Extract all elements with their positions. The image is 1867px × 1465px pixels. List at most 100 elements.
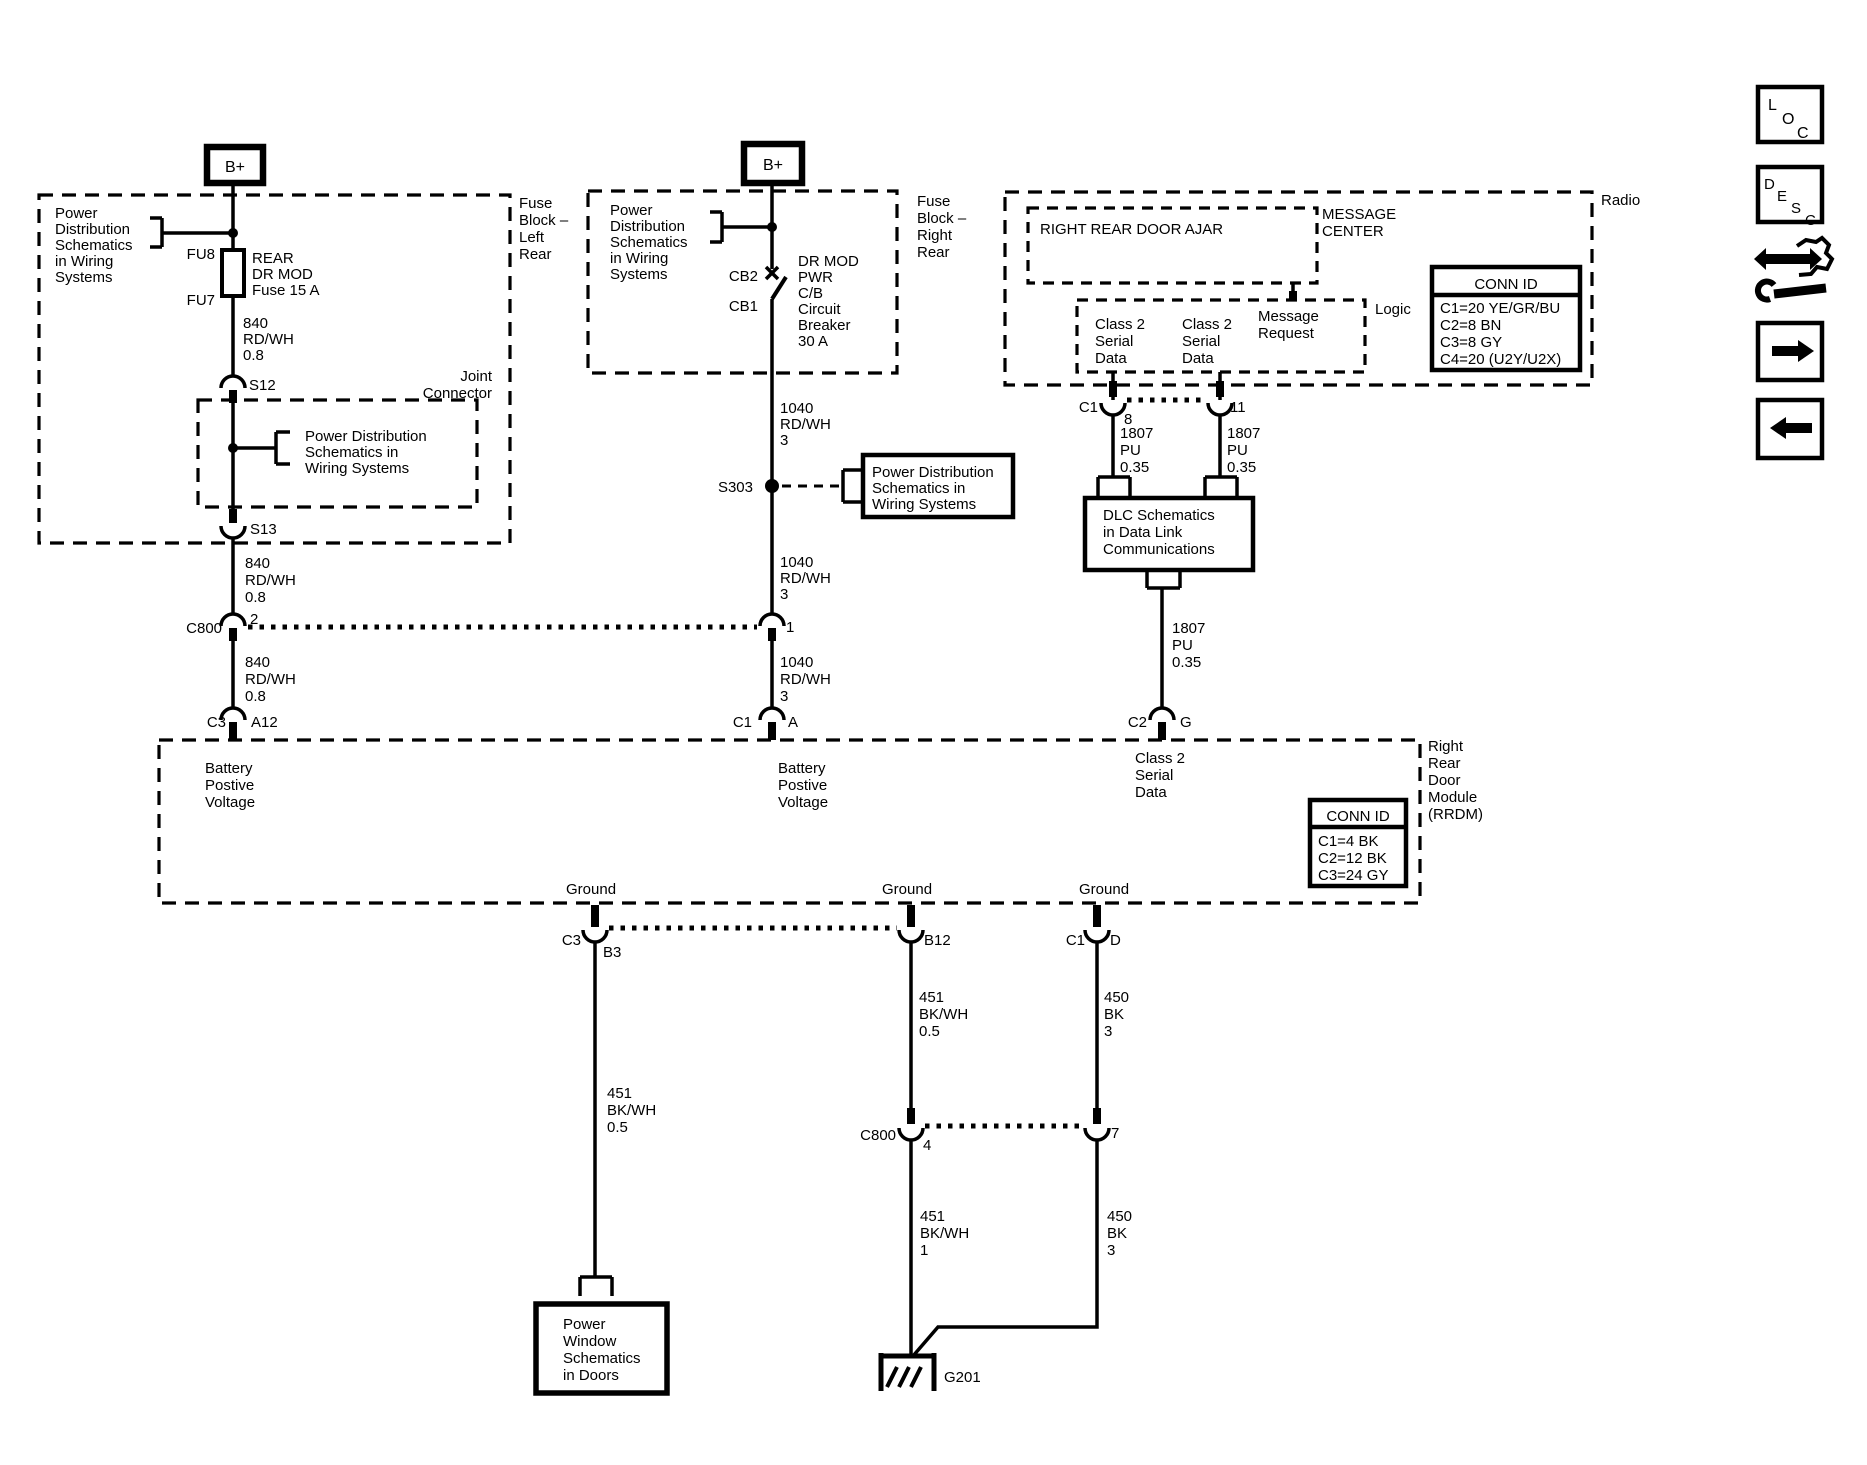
conn-id-title: CONN ID: [1326, 808, 1390, 825]
lead-bracket: [578, 1275, 614, 1296]
fuse-block-left-label-line: Left: [519, 229, 545, 246]
pds-ref-left-line: Systems: [55, 269, 113, 286]
wire-450-label-line: 3: [1104, 1023, 1112, 1040]
wire-1807-label-line: 1807: [1120, 425, 1153, 442]
wire-840-label-line: 840: [245, 654, 270, 671]
wire-1040-label-line: 3: [780, 688, 788, 705]
g201-ground-symbol: [878, 1353, 937, 1391]
conn-id-row: C2=8 BN: [1440, 317, 1501, 334]
c800-connector-label: C800: [186, 620, 222, 637]
rrdm-module-section: Right Rear Door Module (RRDM) Battery Po…: [157, 738, 1483, 905]
wire-1807-label-line: PU: [1227, 442, 1248, 459]
wire-1807-label-line: 0.35: [1172, 654, 1201, 671]
arrow-left-icon: [1786, 423, 1812, 433]
breaker-name-line: Circuit: [798, 301, 841, 318]
rrdm-label-line: (RRDM): [1428, 806, 1483, 823]
fuse-block-right-label-line: Fuse: [917, 193, 950, 210]
wire-451-label-line: 0.5: [607, 1119, 628, 1136]
wire-1040-label-line: RD/WH: [780, 416, 831, 433]
nav-button-panel: L O C D E S C: [1754, 84, 1835, 461]
pds-ref-left-line: in Wiring: [55, 253, 113, 270]
loc-button[interactable]: L O C: [1755, 84, 1825, 145]
ground-label: Ground: [1079, 881, 1129, 898]
lead-bracket: [1096, 475, 1132, 496]
message-center-label-line: MESSAGE: [1322, 206, 1396, 223]
rrdm-label-line: Right: [1428, 738, 1464, 755]
door-ajar-label: RIGHT REAR DOOR AJAR: [1040, 221, 1223, 238]
class2-serial-label-line: Data: [1135, 784, 1167, 801]
logic-label: Logic: [1375, 301, 1411, 318]
reference-bracket: [841, 468, 863, 504]
fu8-label: FU8: [187, 246, 215, 263]
power-window-reference-box: [533, 1301, 670, 1396]
pds-ref-mid-line: Power: [610, 202, 653, 219]
conn-id-row: C1=20 YE/GR/BU: [1440, 300, 1560, 317]
splice-s12-connector-arc: [219, 374, 247, 389]
reference-bracket: [233, 430, 290, 466]
conn-id-row: C2=12 BK: [1318, 850, 1387, 867]
terminal-stub: [229, 628, 237, 641]
back-arrow-button[interactable]: [1755, 397, 1825, 461]
battery-positive-label-line: Postive: [205, 777, 254, 794]
wire-1807-label-line: 0.35: [1227, 459, 1256, 476]
joint-connector-dashed-box: [196, 398, 479, 509]
wire-840-label-line: 840: [245, 555, 270, 572]
pds-reference-solid-box: [860, 452, 1016, 520]
rrdm-label-line: Door: [1428, 772, 1461, 789]
splice-s303-dot: [765, 479, 779, 493]
b3-pin-label: B3: [603, 944, 621, 961]
loc-letter: O: [1782, 111, 1794, 128]
wire-1040-label-line: RD/WH: [780, 671, 831, 688]
terminal-stub: [229, 722, 237, 740]
a12-pin-label: A12: [251, 714, 278, 731]
battery-feed-box-left: [203, 143, 267, 187]
desc-letter: D: [1764, 176, 1775, 193]
c800-pin7-connector-arc: [1083, 1127, 1111, 1142]
wire-450-label-line: 3: [1107, 1242, 1115, 1259]
c1-connector-label: C1: [733, 714, 752, 731]
fuse-block-left-label-line: Block –: [519, 212, 569, 229]
pds-ref-mid-line: in Wiring: [610, 250, 668, 267]
wire-840-label-line: 840: [243, 315, 268, 332]
battery-positive-label-line: Battery: [205, 760, 253, 777]
class2-serial-label-line: Serial: [1135, 767, 1173, 784]
fuse-name-line: REAR: [252, 250, 294, 267]
b12-connector-arc: [897, 929, 925, 944]
wire-840-label-line: RD/WH: [245, 671, 296, 688]
class2-serial-label-line: Class 2: [1182, 316, 1232, 333]
c1-pin11-connector-arc: [1206, 402, 1234, 417]
wrench-arrows-icon[interactable]: [1754, 235, 1835, 303]
terminal-stub: [1158, 722, 1166, 740]
loc-letter: L: [1768, 97, 1777, 114]
desc-button[interactable]: D E S C: [1755, 164, 1825, 229]
joint-connector-label-line: Joint: [460, 368, 493, 385]
c800-pin1-connector-arc: [758, 612, 786, 627]
conn-id-row: C3=8 GY: [1440, 334, 1502, 351]
ground-path-section: C3 B3 B12 C1 D 451 BK/WH 0.5 Power Windo…: [533, 905, 1132, 1396]
wire-450-label-line: BK: [1104, 1006, 1124, 1023]
wire-1807-label-line: PU: [1172, 637, 1193, 654]
terminal-stub: [229, 509, 237, 523]
desc-letter: C: [1805, 212, 1816, 229]
radio-label: Radio: [1601, 192, 1640, 209]
breaker-name-line: PWR: [798, 269, 833, 286]
battery-positive-label-line: Voltage: [778, 794, 828, 811]
fuse-symbol: [220, 248, 246, 298]
wire-1807-label-line: PU: [1120, 442, 1141, 459]
c2-connector-label: C2: [1128, 714, 1147, 731]
pds-ref-mid-line: Distribution: [610, 218, 685, 235]
battery-positive-label-line: Voltage: [205, 794, 255, 811]
next-arrow-button[interactable]: [1755, 320, 1825, 383]
c3-connector-label: C3: [562, 932, 581, 949]
wire-451-label-line: 451: [919, 989, 944, 1006]
dlc-ref-line: Communications: [1103, 541, 1215, 558]
power-window-ref-line: Schematics: [563, 1350, 641, 1367]
ground-label: Ground: [882, 881, 932, 898]
wire-840-label-line: 0.8: [245, 688, 266, 705]
joint-pds-line: Schematics in: [305, 444, 398, 461]
wire-451-label-line: BK/WH: [607, 1102, 656, 1119]
arrow-right-icon: [1772, 346, 1798, 356]
c800-pin2-connector-arc: [219, 612, 247, 627]
conn-id-row: C4=20 (U2Y/U2X): [1440, 351, 1561, 368]
